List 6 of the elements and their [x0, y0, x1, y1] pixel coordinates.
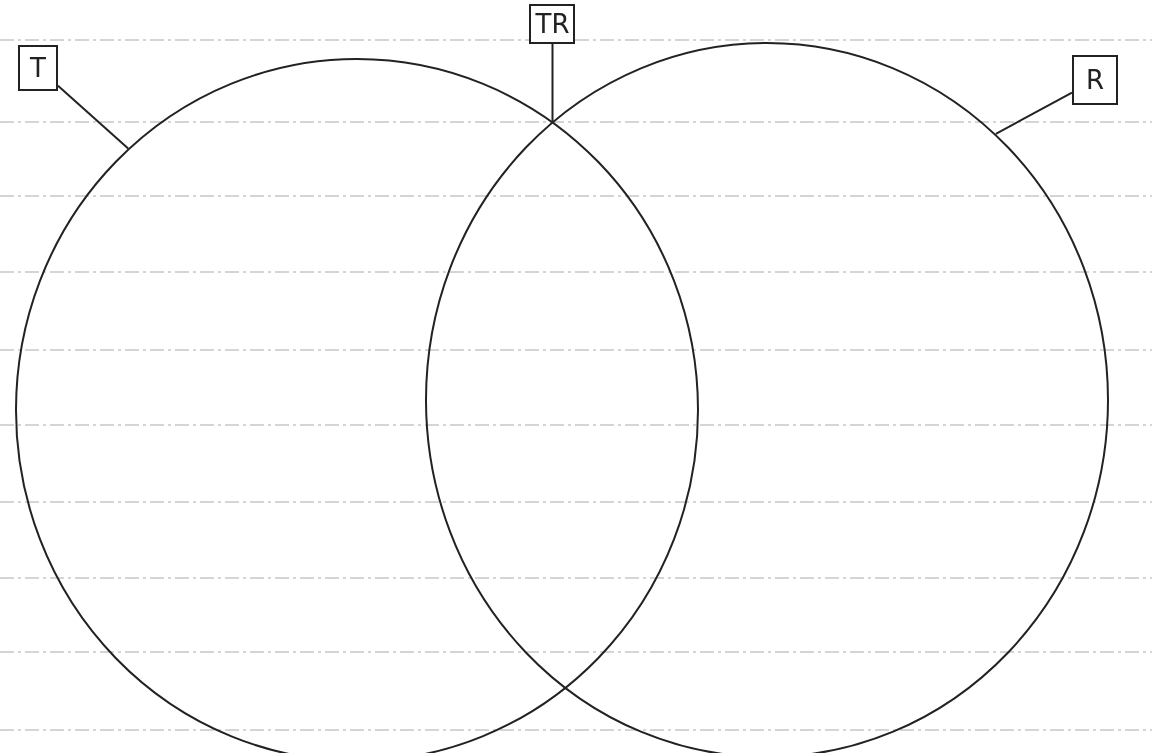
set-label: T [18, 45, 58, 91]
leader-line [994, 91, 1073, 135]
set-label: R [1072, 55, 1118, 105]
set-label: TR [529, 4, 576, 44]
leader-line [551, 43, 554, 123]
leader-line [57, 84, 130, 150]
